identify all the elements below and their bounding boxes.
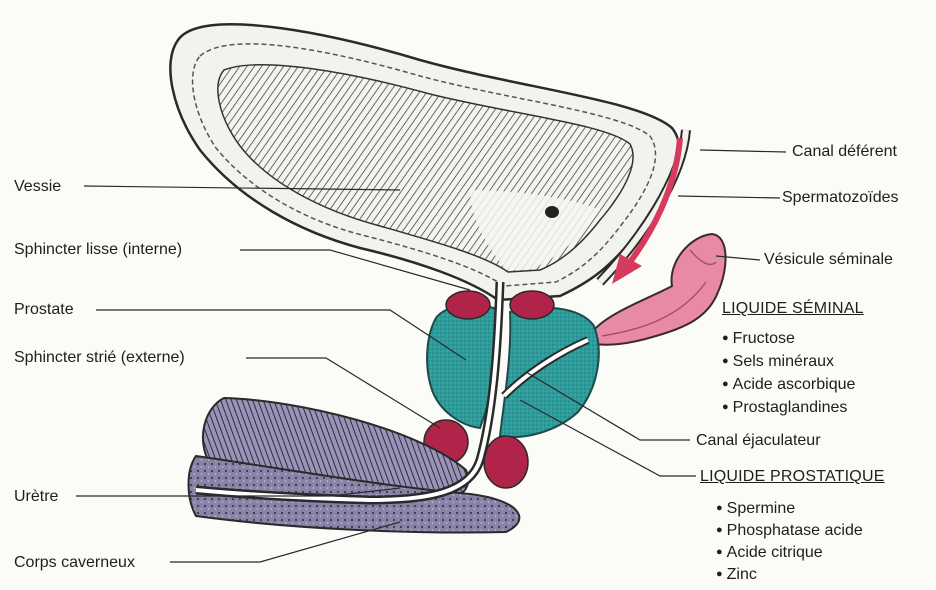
internal-sphincter-right — [510, 291, 554, 319]
seminal-item: Fructose — [722, 329, 795, 348]
label-sphincter-lisse: Sphincter lisse (interne) — [14, 241, 182, 259]
liquide-seminal-title: LIQUIDE SÉMINAL — [722, 300, 864, 318]
seminal-item: Acide ascorbique — [722, 375, 855, 394]
liquide-prostatique-title: LIQUIDE PROSTATIQUE — [700, 468, 885, 486]
label-prostate: Prostate — [14, 301, 74, 319]
internal-sphincter-left — [446, 291, 490, 319]
label-canal-ejaculateur: Canal éjaculateur — [696, 432, 821, 450]
external-sphincter-right — [484, 436, 528, 488]
prostatic-item: Phosphatase acide — [716, 521, 863, 540]
label-canal-deferent: Canal déférent — [792, 143, 897, 161]
label-sphincter-strie: Sphincter strié (externe) — [14, 349, 185, 367]
seminal-item: Prostaglandines — [722, 398, 847, 417]
label-vesicule-seminale: Vésicule séminale — [764, 251, 893, 269]
prostatic-item: Zinc — [716, 565, 757, 584]
prostatic-item: Spermine — [716, 499, 795, 518]
label-corps-caverneux: Corps caverneux — [14, 554, 135, 572]
seminal-item: Sels minéraux — [722, 352, 834, 371]
label-spermatozoides: Spermatozoïdes — [782, 189, 899, 207]
prostatic-item: Acide citrique — [716, 543, 823, 562]
prostate-right-lobe — [500, 308, 599, 437]
ureter-orifice — [545, 206, 559, 218]
label-vessie: Vessie — [14, 178, 61, 196]
label-uretre: Urètre — [14, 488, 58, 506]
